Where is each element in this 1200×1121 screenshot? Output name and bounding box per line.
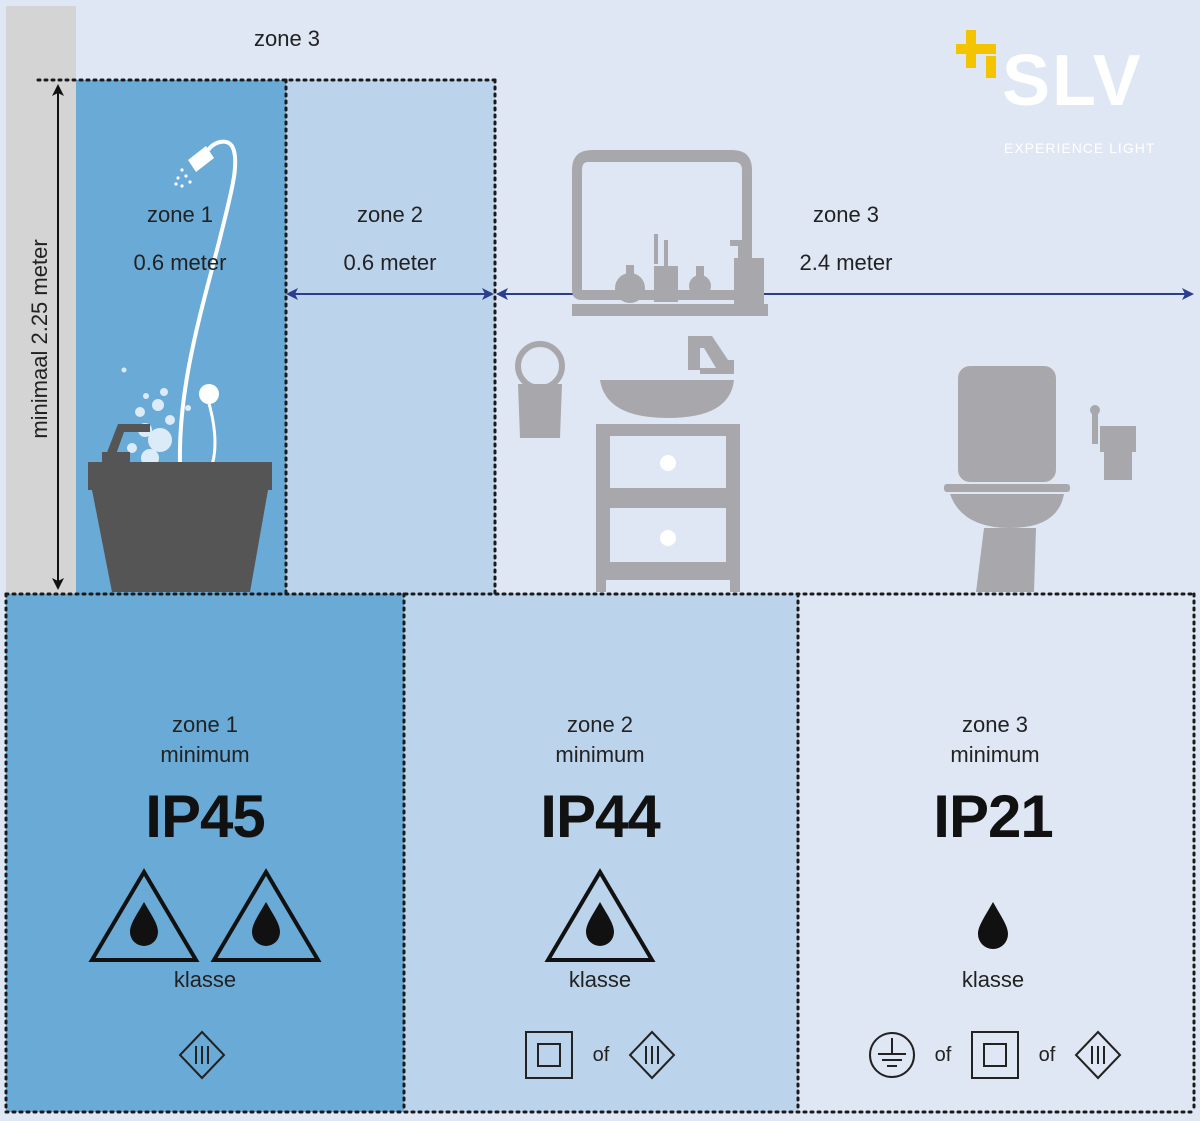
mirror-icon — [572, 150, 768, 316]
zone1-top-width: 0.6 meter — [133, 250, 227, 275]
brand-name: SLV — [1002, 41, 1143, 121]
slv-logo-mark — [956, 30, 996, 78]
zone3-ip-rating: IP21 — [933, 783, 1053, 850]
zone1-klasse: klasse — [173, 967, 237, 992]
zone2-area — [286, 80, 495, 594]
zone1-top-name: zone 1 — [146, 202, 214, 227]
zone3-of-2: of — [1038, 1044, 1056, 1066]
zone2-label: zone 2 — [566, 712, 634, 737]
zone1-ip-rating: IP45 — [145, 783, 265, 850]
zone2-ip-rating: IP44 — [540, 783, 660, 850]
height-label: minimaal 2.25 meter — [27, 239, 52, 439]
towel-ring-icon — [515, 341, 565, 438]
zone3-minimum: minimum — [950, 742, 1040, 767]
zone2-klasse: klasse — [568, 967, 632, 992]
zone3-top-name: zone 3 — [812, 202, 880, 227]
zone3-panel — [798, 594, 1194, 1112]
sink-cabinet-icon — [596, 336, 740, 592]
zone3-top-label: zone 3 — [253, 26, 321, 51]
wall — [6, 6, 76, 594]
zone2-panel — [404, 594, 798, 1112]
zone1-minimum: minimum — [160, 742, 250, 767]
bathtub-icon — [88, 424, 272, 592]
brand-tagline: EXPERIENCE LIGHT — [1004, 140, 1156, 156]
zone3-top-width: 2.4 meter — [799, 250, 893, 275]
zone1-label: zone 1 — [171, 712, 239, 737]
toilet-icon — [944, 366, 1136, 592]
zone-borders — [4, 78, 1196, 1114]
zone3-klasse: klasse — [961, 967, 1025, 992]
zone1-panel — [6, 594, 404, 1112]
zone2-minimum: minimum — [555, 742, 645, 767]
zone2-of-1: of — [592, 1044, 610, 1066]
zone2-top-name: zone 2 — [356, 202, 424, 227]
shower-icon — [174, 139, 238, 466]
zone2-top-width: 0.6 meter — [343, 250, 437, 275]
zone3-label: zone 3 — [961, 712, 1029, 737]
zone3-of-1: of — [934, 1044, 952, 1066]
